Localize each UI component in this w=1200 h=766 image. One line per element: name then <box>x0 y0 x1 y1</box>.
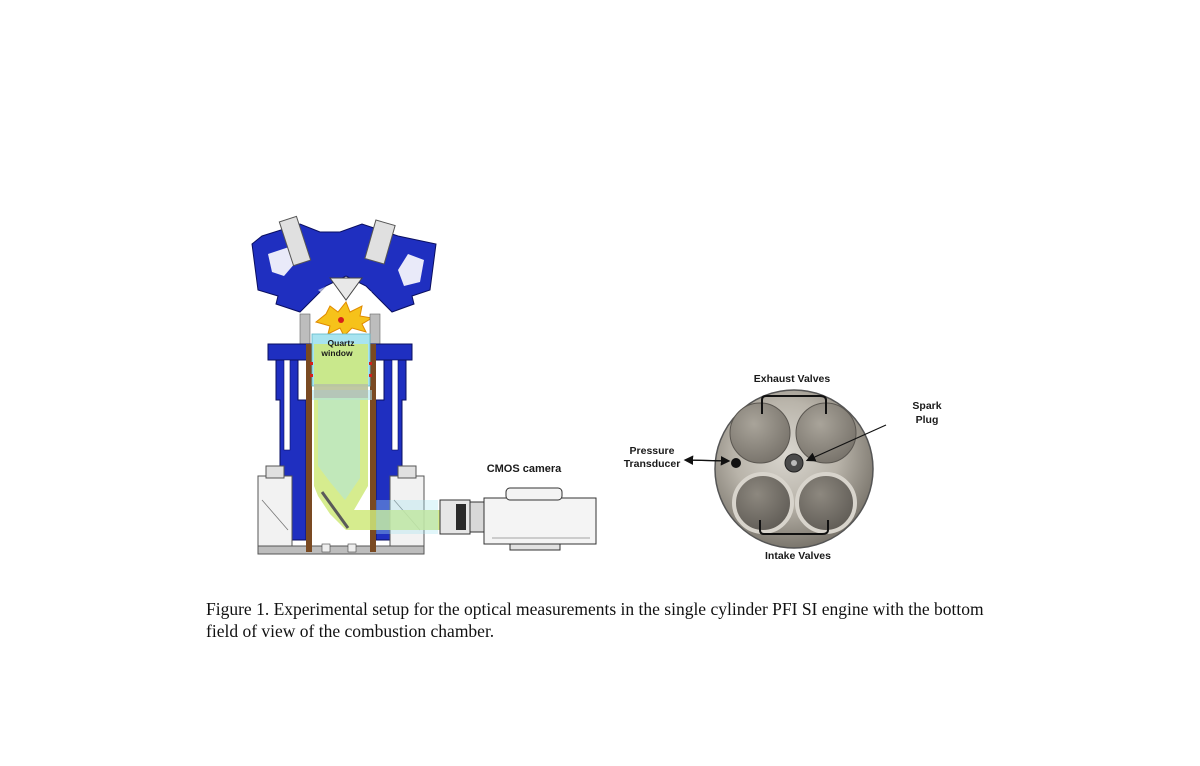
spark-plug-label-line2: Plug <box>916 414 939 426</box>
pressure-transducer-icon <box>731 458 741 468</box>
quartz-window-label-line1: Quartz <box>328 338 355 348</box>
exhaust-valve-left <box>729 402 791 464</box>
combustion-chamber-view: Exhaust Valves Spark Plug Pressure Trans… <box>624 373 942 562</box>
pressure-transducer-label-line1: Pressure <box>630 445 675 457</box>
spark-plug-label-line1: Spark <box>912 400 941 412</box>
quartz-window-label-line2: window <box>320 348 353 358</box>
intake-valves-label: Intake Valves <box>765 550 831 562</box>
intake-valve-right <box>795 472 857 534</box>
exhaust-valves-label: Exhaust Valves <box>754 373 831 385</box>
spark-flash-icon <box>314 301 374 337</box>
engine-cross-section: Quartz window <box>251 215 440 555</box>
pressure-transducer-label-line2: Transducer <box>624 458 681 470</box>
cmos-camera-label: CMOS camera <box>487 463 562 475</box>
cmos-camera: CMOS camera <box>439 463 597 551</box>
intake-valve-left <box>732 472 794 534</box>
figure-caption: Figure 1. Experimental setup for the opt… <box>206 599 984 641</box>
